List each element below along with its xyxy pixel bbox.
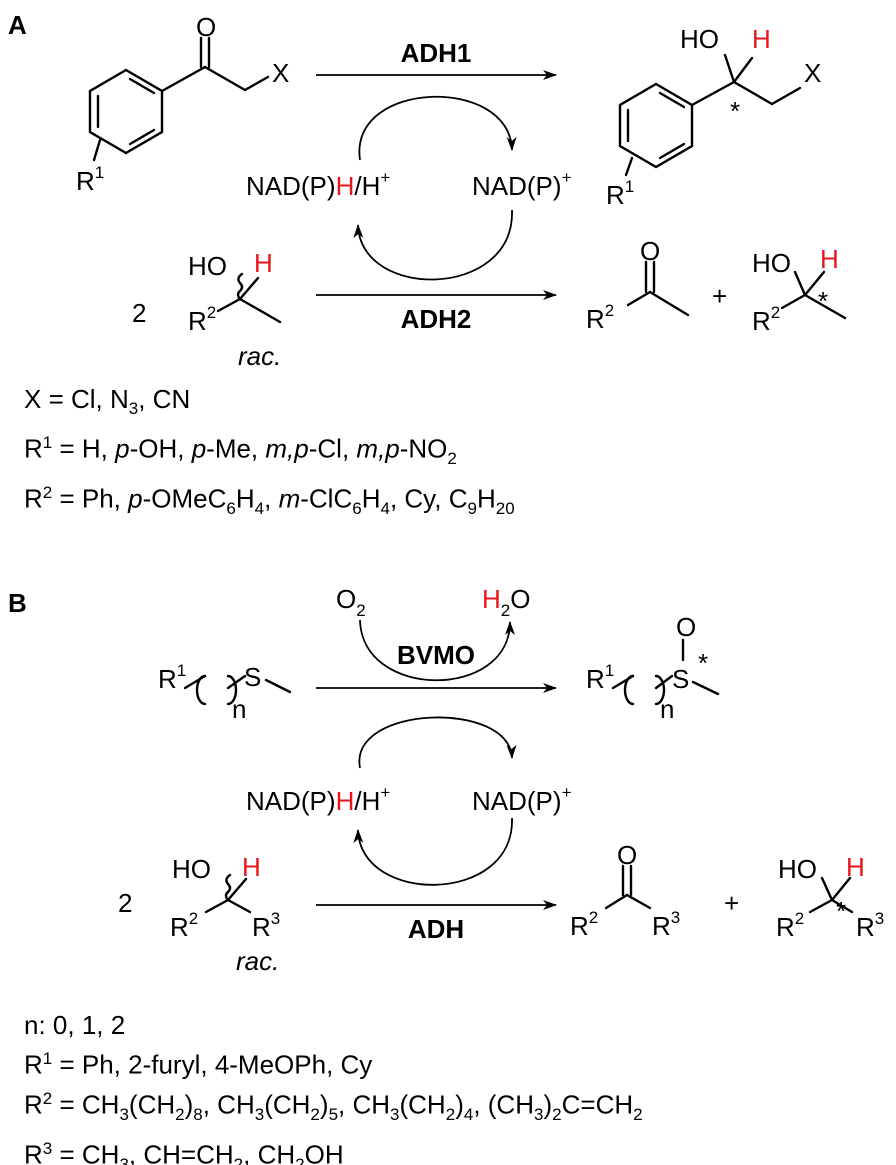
svg-text:HO: HO <box>172 854 211 884</box>
panel-a-plus: + <box>712 281 727 311</box>
panel-b-cofactor-regen-arc <box>353 817 513 886</box>
legend-b-r3: R3 = CH3, CH=CH2, CH2OH <box>24 1138 344 1165</box>
svg-text:X: X <box>272 58 289 88</box>
svg-text:HO: HO <box>680 24 719 54</box>
panel-a-coefficient: 2 <box>132 298 146 328</box>
panel-a-enzyme-bottom: ADH2 <box>401 304 472 334</box>
legend-a-r1: R1 = H, p-OH, p-Me, m,p-Cl, m,p-NO2 <box>24 433 457 469</box>
panel-a-label: A <box>8 10 27 40</box>
svg-text:R2: R2 <box>752 303 780 336</box>
panel-a-racemic-label: rac. <box>238 341 281 371</box>
panel-b-cofactor-reduced: NAD(P)H/H+ <box>246 783 390 816</box>
panel-a-product-alcohol: HO H * X R1 <box>606 24 821 210</box>
svg-text:*: * <box>730 96 740 126</box>
svg-text:H: H <box>752 24 771 54</box>
svg-text:R3: R3 <box>652 908 680 941</box>
svg-text:S: S <box>244 662 261 692</box>
panel-b-plus: + <box>724 888 739 918</box>
legend-b-r2: R2 = CH3(CH2)8, CH3(CH2)5, CH3(CH2)4, (C… <box>24 1088 643 1124</box>
svg-text:S: S <box>672 664 689 694</box>
svg-text:O: O <box>640 236 660 266</box>
panel-a-substrate-ketone: O X R1 <box>76 12 289 196</box>
svg-text:*: * <box>836 896 846 926</box>
panel-b-oxygen: O2 <box>336 584 366 620</box>
panel-b-racemic-label: rac. <box>236 946 279 976</box>
panel-b-racemic-alcohol: HO H R2 R3 <box>170 852 280 942</box>
panel-b-coefficient: 2 <box>118 888 132 918</box>
svg-text:H: H <box>846 852 865 882</box>
panel-b-cofactor-oxidized: NAD(P)+ <box>472 783 572 816</box>
panel-a-legend: X = Cl, N3, CN R1 = H, p-OH, p-Me, m,p-C… <box>24 382 515 526</box>
legend-a-x: X = Cl, N3, CN <box>24 384 191 419</box>
svg-text:HO: HO <box>752 248 791 278</box>
panel-b-legend: n: 0, 1, 2 R1 = Ph, 2-furyl, 4-MeOPh, Cy… <box>24 1008 643 1165</box>
panel-a-racemic-alcohol: HO H R2 <box>188 248 282 336</box>
svg-text:O: O <box>617 840 637 870</box>
svg-text:R3: R3 <box>252 909 280 942</box>
svg-text:n: n <box>232 694 246 724</box>
panel-a-enzyme-top: ADH1 <box>401 38 472 68</box>
svg-text:H: H <box>820 244 839 274</box>
panel-b-sulfide-substrate: R1 S n <box>158 661 292 724</box>
legend-b-r1: R1 = Ph, 2-furyl, 4-MeOPh, Cy <box>24 1049 373 1080</box>
svg-text:R1: R1 <box>76 163 104 196</box>
panel-b-water: H2O <box>482 584 530 620</box>
svg-text:n: n <box>660 694 674 724</box>
svg-text:*: * <box>698 648 708 678</box>
panel-b-sulfoxide-product: R1 S O * n <box>586 612 720 724</box>
panel-a-cofactor-oxidized: NAD(P)+ <box>472 168 572 201</box>
panel-a-cofactor-regen-arc <box>353 209 513 281</box>
svg-text:R2: R2 <box>776 909 804 942</box>
panel-b-oxygen-arc <box>359 619 515 682</box>
legend-a-r2: R2 = Ph, p-OMeC6H4, m-ClC6H4, Cy, C9H20 <box>24 483 515 518</box>
svg-text:R1: R1 <box>158 661 186 694</box>
panel-b-cofactor-consume-arc <box>358 716 517 769</box>
svg-text:H: H <box>254 248 273 278</box>
svg-text:R2: R2 <box>170 909 198 942</box>
svg-text:R2: R2 <box>188 303 216 336</box>
svg-text:O: O <box>676 612 696 642</box>
panel-a-cofactor-consume-arc <box>358 95 517 161</box>
svg-text:R2: R2 <box>586 301 614 334</box>
panel-a-cofactor-reduced: NAD(P)H/H+ <box>246 168 390 201</box>
panel-b-enantiopure-alcohol: HO H * R2 R3 <box>776 852 884 942</box>
panel-b-enzyme-top: BVMO <box>397 640 475 670</box>
panel-b-ketone-byproduct: O R2 R3 <box>570 840 680 941</box>
svg-text:R1: R1 <box>586 661 614 694</box>
panel-a-ketone-byproduct: O R2 <box>586 236 690 334</box>
svg-text:HO: HO <box>778 854 817 884</box>
svg-text:R1: R1 <box>606 177 634 210</box>
panel-b-enzyme-bottom: ADH <box>408 914 464 944</box>
svg-text:O: O <box>196 12 216 42</box>
svg-text:H: H <box>242 852 261 882</box>
svg-text:*: * <box>818 286 828 316</box>
svg-text:X: X <box>804 58 821 88</box>
svg-text:R3: R3 <box>856 909 884 942</box>
panel-a-enantiopure-alcohol: HO H * R2 <box>752 244 847 336</box>
svg-text:HO: HO <box>188 251 227 281</box>
legend-b-n: n: 0, 1, 2 <box>24 1010 126 1040</box>
svg-text:R2: R2 <box>570 908 598 941</box>
panel-b-label: B <box>8 588 27 618</box>
